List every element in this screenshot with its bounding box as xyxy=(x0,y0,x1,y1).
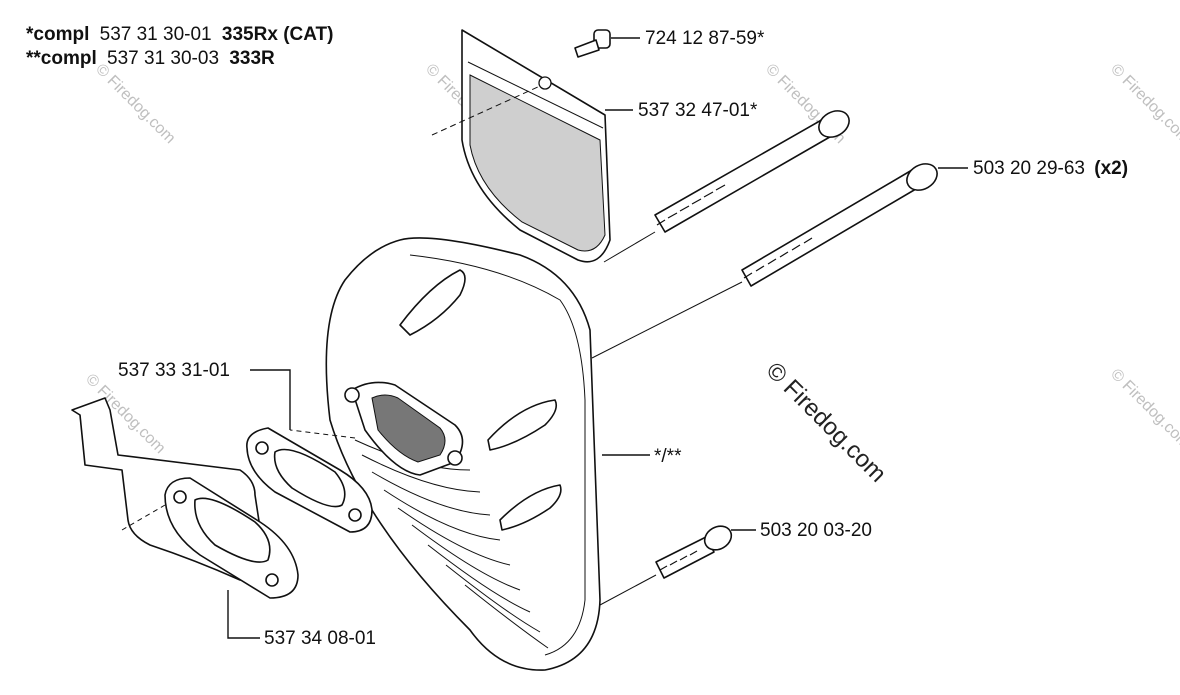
long-bolt-lower xyxy=(591,163,968,359)
header-line-2-model: 333R xyxy=(229,48,275,69)
header-line-1-prefix: *compl xyxy=(26,24,89,45)
watermark-repeats: © Firedog.com © Firedog.com © Firedog.co… xyxy=(82,61,1180,457)
label-bolt-long-qty: (x2) xyxy=(1094,158,1128,179)
header-line-1-model: 335Rx (CAT) xyxy=(222,24,334,45)
heat-shield-plate xyxy=(431,29,611,263)
label-bolt-long: 503 20 29-63 (x2) xyxy=(973,158,1128,179)
label-bolt-long-number: 503 20 29-63 xyxy=(973,158,1085,179)
watermark-small: © Firedog.com xyxy=(1107,61,1180,147)
header-line-1: *compl 537 31 30-01 335Rx (CAT) xyxy=(26,24,333,45)
header-line-2-number: 537 31 30-03 xyxy=(107,48,219,69)
label-screw-bottom: 503 20 03-20 xyxy=(760,520,872,541)
watermark-main: © Firedog.com xyxy=(761,357,892,488)
label-screw-top: 724 12 87-59* xyxy=(645,28,765,49)
bottom-screw xyxy=(599,525,756,606)
header-line-1-number: 537 31 30-01 xyxy=(100,24,212,45)
label-gasket-lower: 537 34 08-01 xyxy=(264,628,376,649)
watermark-small: © Firedog.com xyxy=(92,61,178,147)
label-plate: 537 32 47-01* xyxy=(638,100,758,121)
header-line-2: **compl 537 31 30-03 333R xyxy=(26,48,275,69)
label-muffler: */** xyxy=(654,446,682,467)
upper-gasket xyxy=(246,369,373,533)
long-bolt-upper xyxy=(603,110,850,263)
label-gasket-upper: 537 33 31-01 xyxy=(118,360,230,381)
header-line-2-prefix: **compl xyxy=(26,48,97,69)
watermark-small: © Firedog.com xyxy=(1107,366,1180,452)
lower-gasket xyxy=(164,477,299,639)
muffler-body xyxy=(325,237,650,671)
top-screw xyxy=(574,29,640,58)
